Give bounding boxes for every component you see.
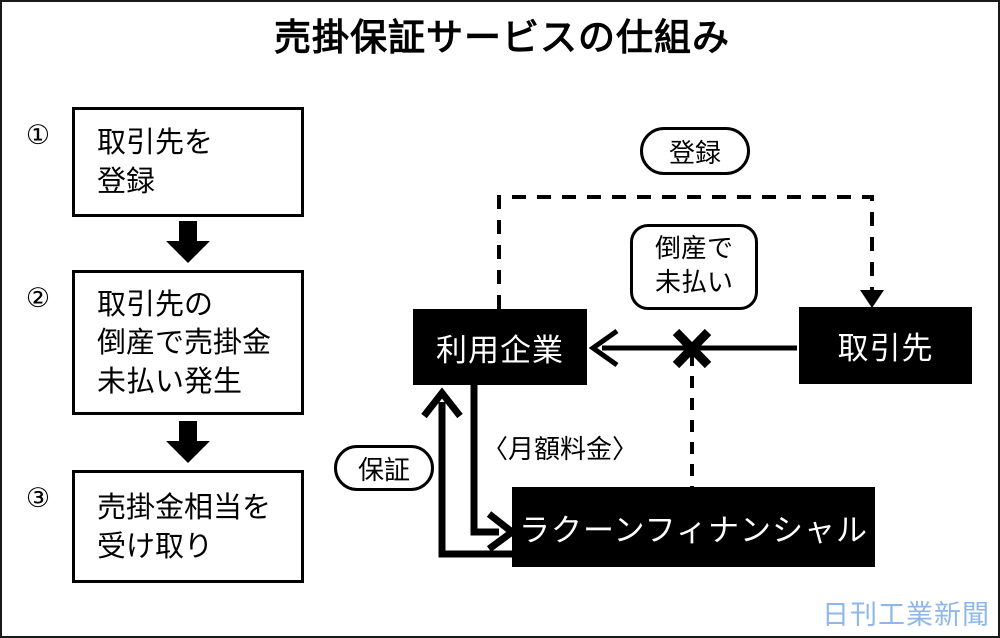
step-marker-2: ② (25, 283, 51, 314)
node-raccoon-financial-label: ラクーンフィナンシャル (519, 512, 868, 549)
label-guarantee-text: 保証 (357, 455, 410, 486)
step-box-3-line-1: 売掛金相当を (97, 489, 272, 524)
step-marker-1: ① (25, 120, 51, 151)
arrow-shaft (179, 421, 197, 443)
step-box-1-line-1: 取引先を (97, 125, 214, 160)
label-bankruptcy-line-1: 倒産で (654, 234, 733, 265)
label-guarantee: 保証 (334, 445, 434, 491)
watermark: 日刊工業新聞 (822, 600, 990, 631)
step-box-2-line-1: 取引先の (97, 286, 214, 321)
label-bankruptcy: 倒産で 未払い (630, 224, 758, 310)
guarantee-path (438, 402, 512, 558)
registration-arrow-head (860, 290, 884, 308)
step-box-3: 売掛金相当を 受け取り (72, 470, 304, 583)
arrow-head (166, 441, 210, 463)
down-arrow-icon-2 (166, 421, 210, 463)
step-marker-3: ③ (25, 483, 51, 514)
step-box-3-line-2: 受け取り (97, 528, 214, 563)
node-raccoon-financial: ラクーンフィナンシャル (512, 487, 875, 567)
label-bankruptcy-line-2: 未払い (654, 268, 733, 298)
node-user-company: 利用企業 (413, 309, 587, 385)
x-cross-icon (672, 328, 712, 369)
arrow-head (166, 241, 210, 263)
label-registration: 登録 (640, 127, 750, 175)
down-arrow-icon-1 (166, 221, 210, 263)
step-box-1: 取引先を 登録 (72, 107, 304, 217)
monthly-fee-arrow-head (486, 511, 518, 552)
page-title: 売掛保証サービスの仕組み (274, 16, 730, 59)
guarantee-arrow-head (421, 387, 463, 419)
label-registration-text: 登録 (668, 138, 721, 169)
label-monthly-fee: 〈月額料金〉 (482, 435, 639, 465)
node-customer-label: 取引先 (837, 331, 934, 367)
step-box-2: 取引先の 倒産で売掛金 未払い発生 (72, 270, 304, 415)
step-box-2-line-2: 倒産で売掛金 (97, 325, 272, 360)
step-box-1-line-2: 登録 (97, 164, 156, 198)
node-customer: 取引先 (799, 307, 972, 384)
receivable-arrow-head (588, 328, 619, 368)
node-user-company-label: 利用企業 (436, 332, 564, 369)
step-box-2-line-3: 未払い発生 (97, 363, 243, 398)
arrow-shaft (179, 221, 197, 243)
